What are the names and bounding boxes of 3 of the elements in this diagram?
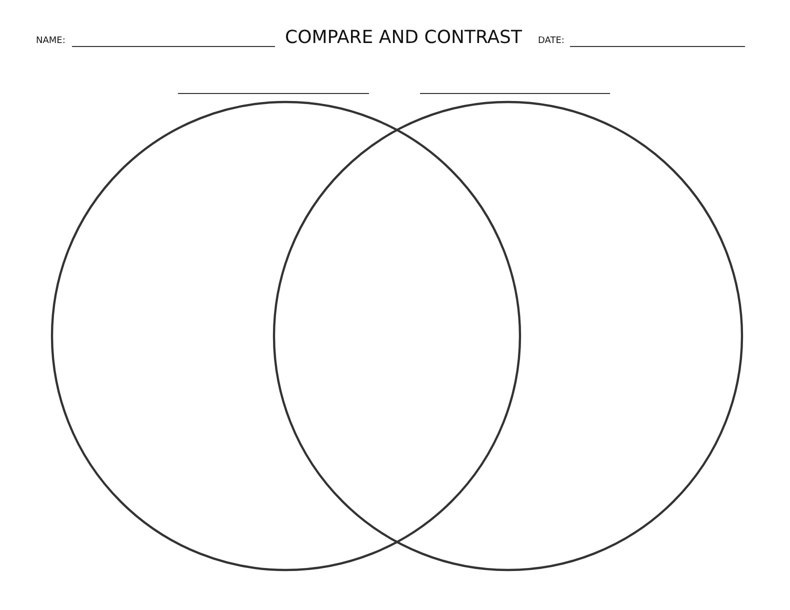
field-label: DATE: xyxy=(538,36,564,46)
worksheet-title: COMPARE AND CONTRAST xyxy=(285,27,522,48)
field-label: NAME: xyxy=(36,36,66,46)
